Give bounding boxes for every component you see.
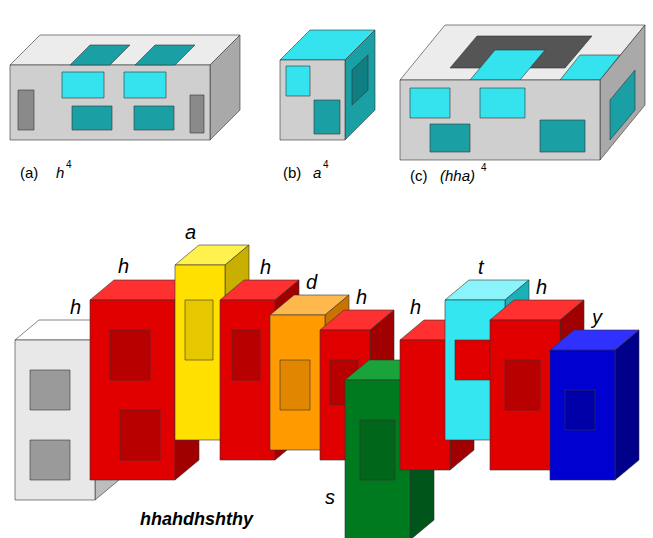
piece-letter: h (410, 296, 421, 318)
exponent: 4 (481, 162, 487, 173)
exponent: 4 (323, 159, 329, 170)
piece-letter: h (70, 296, 81, 318)
chain-code: (hha) (440, 168, 475, 185)
chain-hhahdhshthy (15, 245, 639, 538)
piece-letter: t (478, 256, 484, 278)
piece-letter: y (592, 306, 602, 328)
panel-label: (c) (410, 168, 428, 185)
panel-label: (b) (283, 165, 301, 182)
piece-letter: h (118, 255, 129, 277)
panel-label: (a) (20, 165, 38, 182)
piece-letter: s (325, 486, 335, 508)
cube-a4 (280, 30, 375, 140)
piece-letter: d (306, 271, 317, 293)
chain-caption: hhahdhshthy (140, 510, 253, 530)
piece-letter: h (260, 256, 271, 278)
frame-hha4 (400, 25, 645, 160)
chain-h4 (10, 35, 240, 140)
piece-letter: h (356, 286, 367, 308)
exponent: 4 (66, 159, 72, 170)
chain-code: h (56, 165, 64, 182)
piece-letter: h (536, 276, 547, 298)
piece-letter: a (185, 221, 196, 243)
chain-code: a (313, 165, 321, 182)
